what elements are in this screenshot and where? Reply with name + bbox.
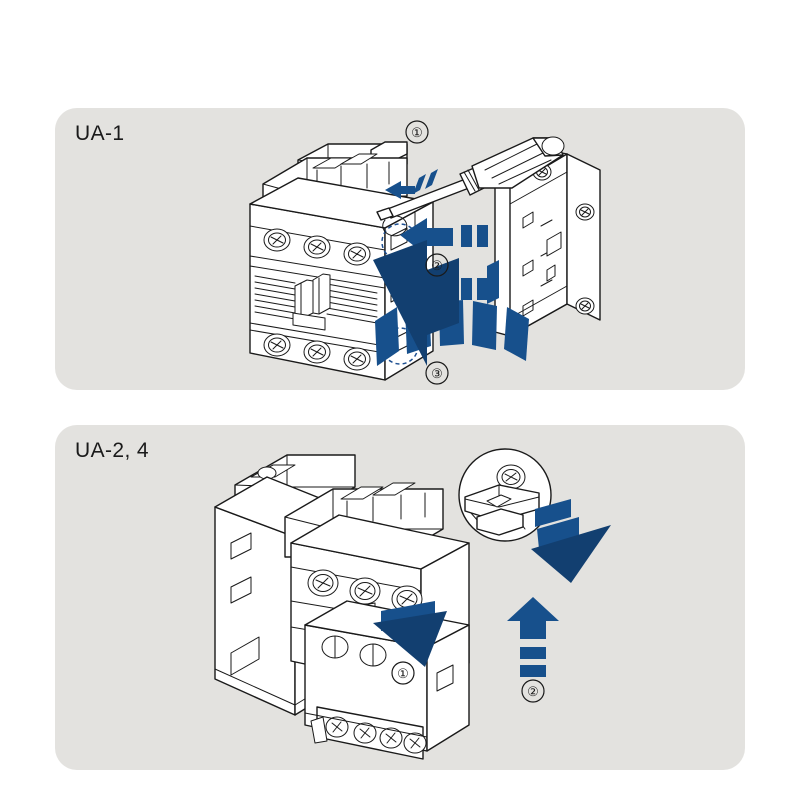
panel-ua-2-4: UA-2, 4 .l2 { fill:none; stroke:#1a1a1a;… (55, 425, 745, 770)
step-marker-2-label: ② (431, 258, 443, 273)
panel-label-ua-2-4: UA-2, 4 (75, 439, 149, 462)
step-marker-1: ① (391, 661, 415, 685)
step-marker-1-label: ① (411, 125, 423, 140)
step-marker-2: ② (425, 253, 449, 277)
panel-label-ua-1: UA-1 (75, 122, 125, 145)
step-marker-3-label: ③ (431, 366, 443, 381)
detail-extraction-arrow (531, 499, 611, 583)
terminal-screws-top (263, 228, 371, 266)
detail-callout-circle (458, 448, 552, 542)
screwdriver (376, 136, 565, 221)
step-1-arrow (373, 601, 447, 667)
rotation-arc (382, 215, 408, 237)
overload-relay (304, 600, 470, 760)
step-marker-2-label: ② (527, 684, 539, 699)
step-marker-2: ② (521, 679, 545, 703)
relay-dials (321, 635, 387, 667)
step-marker-3: ③ (425, 361, 449, 385)
figure-ua-2-4: .l2 { fill:none; stroke:#1a1a1a; stroke-… (214, 448, 611, 760)
figure-ua-1: .ln { fill:none; stroke:#1a1a1a; stroke-… (249, 120, 601, 385)
step-marker-1-label: ① (397, 666, 409, 681)
relay-terminal-screws (325, 716, 427, 754)
step-1-arrow (385, 169, 438, 199)
side-mount-module (487, 145, 601, 337)
step-marker-1: ① (405, 120, 429, 144)
step-2-arrow (507, 597, 559, 677)
vent-grille (254, 275, 378, 324)
panel-ua-1: UA-1 .ln { fill:none; stroke:#1a1a1a; st… (55, 108, 745, 390)
terminal-screws-bottom (263, 333, 371, 371)
insertion-arrow (373, 240, 459, 366)
